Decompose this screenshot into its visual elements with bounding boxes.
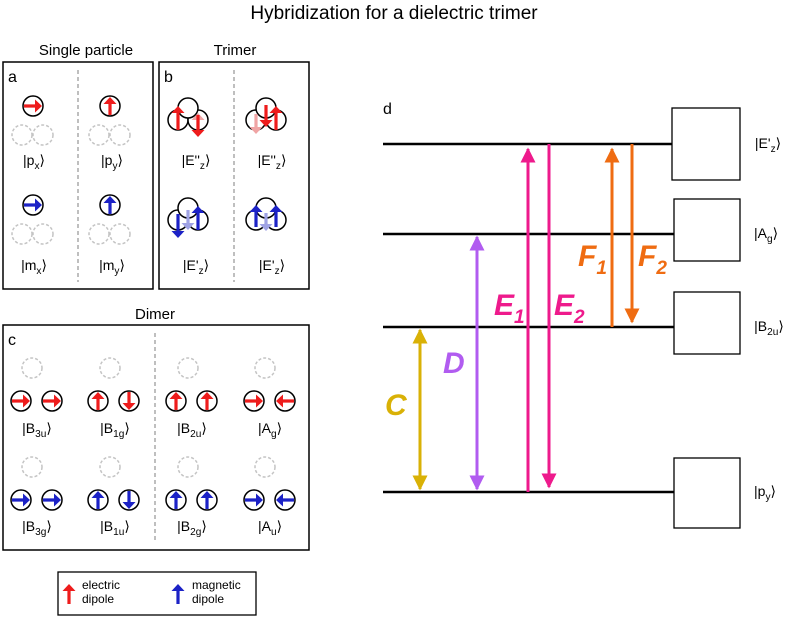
- level-box-Ez: [671, 107, 741, 181]
- magnetic-dipole-arrow: [122, 491, 136, 509]
- magnetic-dipole-arrow: [103, 196, 117, 214]
- magnetic-dipole-arrow: [191, 206, 205, 230]
- state-label-my: |my⟩: [99, 257, 125, 277]
- level-label-py: |py⟩: [754, 483, 776, 503]
- state-label-E2z-b: |E''z⟩: [258, 152, 287, 172]
- panel-a-heading: Single particle: [39, 42, 133, 59]
- electric-dipole-arrow: [200, 392, 214, 410]
- electric-dipole-arrow: [191, 115, 205, 137]
- state-label-dimer-2g: |B2g⟩: [177, 518, 207, 538]
- state-label-E2z-a: |E''z⟩: [182, 152, 211, 172]
- electric-dipole-arrow: [43, 394, 61, 408]
- faded-magnetic-arrow: [259, 213, 273, 231]
- magnetic-dipole-arrow: [91, 491, 105, 509]
- transition-E1-label: E1: [494, 289, 525, 328]
- electric-dipole-arrow: [103, 97, 117, 115]
- faded-magnetic-arrow: [181, 210, 195, 230]
- state-label-px: |px⟩: [23, 152, 45, 172]
- level-box-Ag: [673, 198, 741, 262]
- ghost-particles: [11, 124, 729, 516]
- transition-E2-label: E2: [554, 289, 585, 328]
- magnetic-dipole-arrow: [276, 493, 294, 507]
- level-label-Ag: |Ag⟩: [754, 225, 778, 245]
- state-label-py: |py⟩: [101, 152, 123, 172]
- state-label-dimer-1g: |B1g⟩: [100, 420, 130, 440]
- panel-a-frame: [2, 61, 154, 290]
- magnetic-dipole-arrow: [171, 214, 185, 238]
- transition-C-label: C: [385, 389, 408, 422]
- legend-magnetic-arrow: [171, 584, 185, 604]
- legend-electric-arrow: [62, 584, 76, 604]
- figure-title: Hybridization for a dielectric trimer: [250, 3, 538, 24]
- electric-dipole-arrow: [171, 106, 185, 130]
- panel-c-letter: c: [8, 332, 16, 349]
- magnetic-dipole-arrow: [43, 493, 61, 507]
- magnetic-dipole-arrow: [245, 493, 263, 507]
- state-label-dimer-3u: |B3u⟩: [22, 420, 52, 440]
- magnetic-dipole-arrow: [24, 198, 42, 212]
- electric-dipole-arrow: [269, 106, 283, 130]
- electric-dipole-arrow: [122, 392, 136, 410]
- particle-circle: [177, 97, 199, 119]
- panel-a-letter: a: [8, 69, 17, 86]
- state-label-dimer-1u: |B1u⟩: [100, 518, 130, 538]
- magnetic-dipole-arrow: [269, 205, 283, 227]
- electric-dipole-arrow: [12, 394, 30, 408]
- level-label-B2u: |B2u⟩: [754, 318, 784, 338]
- panel-b-frame: [158, 61, 310, 290]
- legend-box: [57, 571, 257, 616]
- level-label-Ez: |E'z⟩: [755, 135, 781, 155]
- magnetic-dipole-arrow: [249, 205, 263, 227]
- state-label-mx: |mx⟩: [21, 257, 47, 277]
- level-box-py: [673, 457, 741, 529]
- electric-dipole-arrow: [276, 394, 294, 408]
- faded-electric-arrow: [249, 114, 263, 134]
- transition-F1-label: F1: [578, 240, 607, 279]
- electric-dipole-arrow: [169, 392, 183, 410]
- electric-dipole-arrow: [245, 394, 263, 408]
- level-box-B2u: [673, 291, 741, 355]
- state-label-dimer-2u: |B2u⟩: [177, 420, 207, 440]
- electric-dipole-arrow: [259, 105, 273, 127]
- electric-dipole-arrow: [24, 99, 42, 113]
- panel-b-heading: Trimer: [214, 42, 257, 59]
- magnetic-dipole-arrow: [12, 493, 30, 507]
- state-label-E1z-a: |E'z⟩: [183, 257, 209, 277]
- state-label-dimer-u: |Au⟩: [258, 518, 282, 538]
- state-label-dimer-3g: |B3g⟩: [22, 518, 52, 538]
- panel-c-heading: Dimer: [135, 306, 175, 323]
- transition-D-label: D: [443, 347, 465, 380]
- magnetic-dipole-arrow: [169, 491, 183, 509]
- panel-b-letter: b: [164, 69, 173, 86]
- state-label-E1z-b: |E'z⟩: [259, 257, 285, 277]
- magnetic-dipole-arrow: [200, 491, 214, 509]
- panel-c-frame: [2, 324, 310, 551]
- state-label-dimer-g: |Ag⟩: [258, 420, 282, 440]
- panel-d-letter: d: [383, 101, 392, 118]
- transition-F2-label: F2: [638, 240, 667, 279]
- electric-dipole-arrow: [91, 392, 105, 410]
- legend-icons: [62, 584, 185, 604]
